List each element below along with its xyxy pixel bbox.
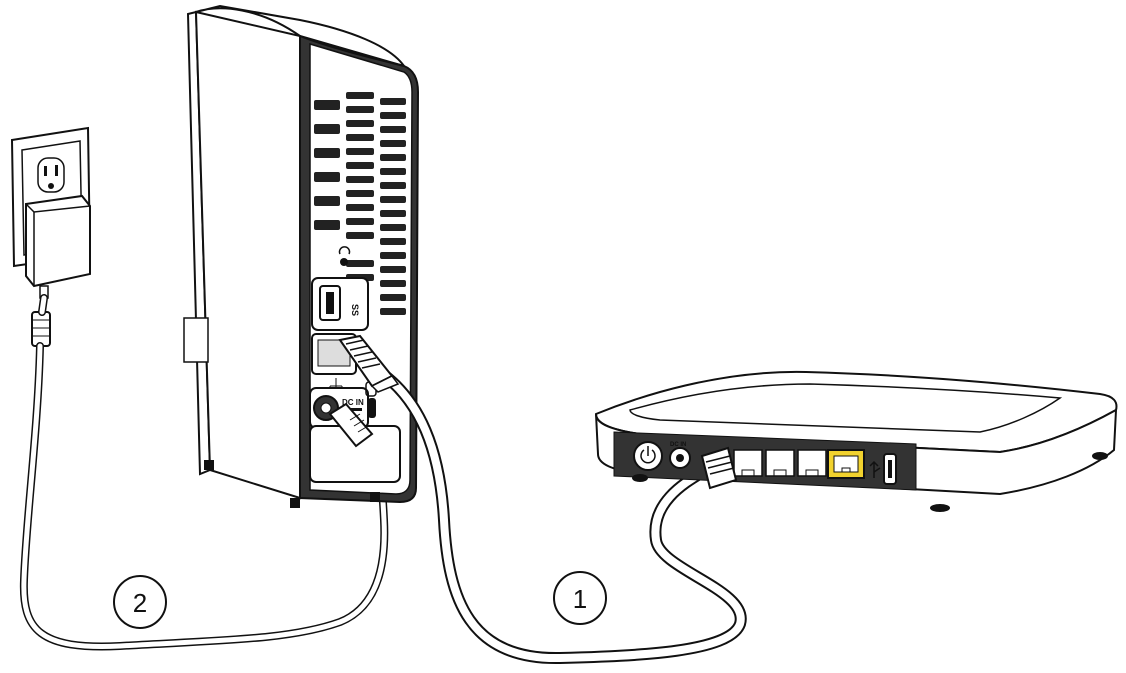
vent-slot (346, 218, 374, 225)
vent-slot (346, 106, 374, 113)
vent-slot (380, 280, 406, 287)
vent-slot (346, 162, 374, 169)
power-adapter (25, 194, 91, 299)
vent-slot (346, 176, 374, 183)
vent-slot (380, 238, 406, 245)
vent-slot (346, 260, 374, 267)
vent-slot (380, 182, 406, 189)
vent-slot (380, 294, 406, 301)
lan-port-notch (805, 469, 819, 476)
vent-slot (346, 120, 374, 127)
ethernet-cable (374, 366, 747, 665)
ferrite-bead (31, 311, 51, 347)
drive-foot (290, 498, 300, 508)
usb-port-label: SS (350, 304, 360, 316)
router-dc-jack: DC IN (669, 442, 691, 469)
vent-slot (380, 224, 406, 231)
router-lan-ports (733, 449, 827, 477)
vent-slot (346, 204, 374, 211)
dc-plug (328, 402, 374, 448)
vent-slot (380, 308, 406, 315)
vent-slot (346, 190, 374, 197)
vent-slot (346, 148, 374, 155)
lan-port (733, 449, 763, 477)
vent-slot (380, 252, 406, 259)
vent-slot (380, 126, 406, 133)
router-usb (869, 453, 897, 485)
vent-slot (380, 112, 406, 119)
vent-slot (380, 140, 406, 147)
vent-slot (380, 98, 406, 105)
external-drive: SS DC IN (183, 4, 420, 508)
callout-1-label: 1 (573, 584, 587, 614)
vent-slot (314, 220, 340, 230)
lan-port-notch (741, 469, 755, 476)
vent-slot (380, 154, 406, 161)
usb-port: SS (311, 277, 369, 331)
router-power-button (633, 441, 663, 471)
vent-slot (314, 196, 340, 206)
vent-slot (314, 172, 340, 182)
callout-2-label: 2 (133, 588, 147, 618)
vent-slot (314, 100, 340, 110)
vent-slot (380, 196, 406, 203)
callout-1: 1 (553, 571, 607, 625)
vent-slot (314, 124, 340, 134)
vent-slot (346, 134, 374, 141)
reset-button (338, 246, 351, 266)
router-dc-label: DC IN (670, 442, 686, 448)
vent-slot (346, 92, 374, 99)
vent-slot (380, 168, 406, 175)
callout-2: 2 (113, 575, 167, 629)
vent-slot (314, 148, 340, 158)
dc-in-label: DC IN (342, 398, 364, 407)
lan-port-notch (773, 469, 787, 476)
vent-slot (380, 266, 406, 273)
ethernet-plug-drive (338, 334, 400, 393)
ethernet-plug-router (700, 446, 738, 490)
lan-port (765, 449, 795, 477)
drive-foot (204, 460, 214, 470)
router-wan-port (827, 449, 865, 479)
drive-foot (370, 492, 380, 502)
vent-slot (346, 232, 374, 239)
lan-port (797, 449, 827, 477)
usb-icon (869, 460, 881, 478)
vent-slot (380, 210, 406, 217)
